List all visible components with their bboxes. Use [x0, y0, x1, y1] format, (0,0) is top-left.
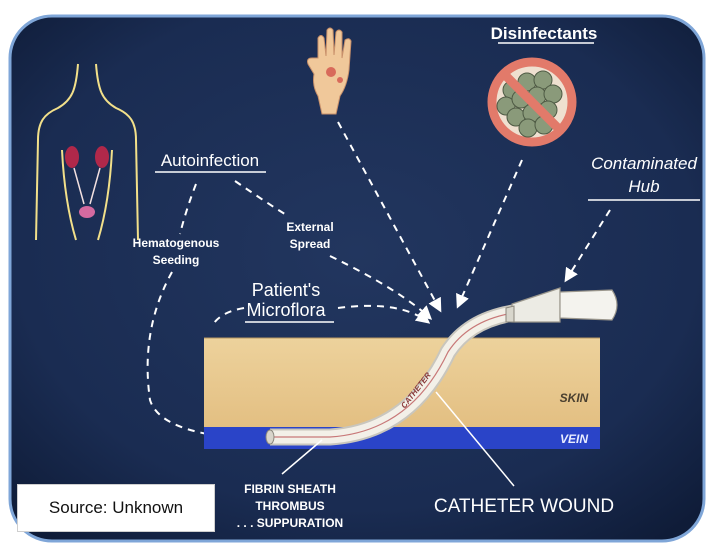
hematogenous-label-line1: Hematogenous: [133, 236, 220, 250]
source-caption: Source: Unknown: [17, 484, 215, 532]
fibrin-sheath-label: FIBRIN SHEATH: [244, 482, 336, 496]
microflora-label-line2: Microflora: [246, 300, 326, 320]
suppuration-label: . . . SUPPURATION: [237, 516, 343, 530]
microflora-label-line1: Patient's: [252, 280, 320, 300]
contaminated-hub-label-line2: Hub: [628, 177, 659, 196]
panel-background: [10, 16, 704, 541]
vein-layer: [204, 427, 600, 449]
catheter-wound-label: CATHETER WOUND: [434, 496, 614, 517]
external-spread-label-line2: Spread: [290, 237, 331, 251]
vein-label: VEIN: [560, 432, 588, 446]
hematogenous-label-line2: Seeding: [153, 253, 200, 267]
external-spread-label-line1: External: [286, 220, 333, 234]
disinfectants-label: Disinfectants: [491, 24, 598, 43]
skin-label: SKIN: [560, 391, 589, 405]
contaminated-hub-label-line1: Contaminated: [591, 154, 697, 173]
autoinfection-label: Autoinfection: [161, 151, 259, 170]
disinfectant-pills-icon: [492, 62, 572, 142]
thrombus-label: THROMBUS: [255, 499, 324, 513]
